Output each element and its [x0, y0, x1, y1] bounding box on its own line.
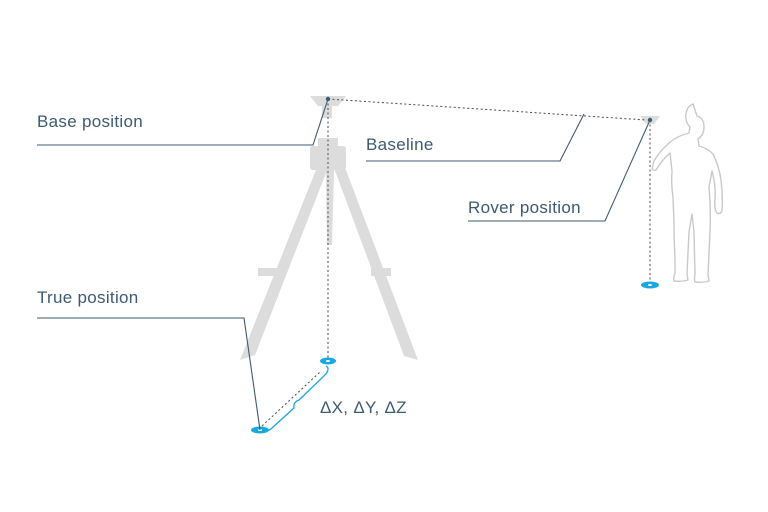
base-position-leader [37, 98, 329, 146]
dashed-lines [261, 98, 651, 427]
true-position-label: True position [37, 288, 139, 307]
base-ground-marker [320, 357, 336, 365]
base-position-label: Base position [37, 112, 143, 131]
rover-position-label: Rover position [468, 198, 581, 217]
offset-label: ΔX, ΔY, ΔZ [320, 398, 407, 417]
baseline-line [327, 98, 647, 121]
true-position-leader [37, 317, 261, 431]
offset-bracket [263, 365, 329, 432]
rover-position-leader [468, 119, 651, 222]
rover-ground-marker [641, 281, 659, 289]
true-offset-line [261, 371, 321, 427]
surveyor-figure [651, 103, 724, 284]
baseline-leader [366, 113, 585, 162]
tripod [240, 96, 418, 360]
baseline-label: Baseline [366, 135, 434, 154]
